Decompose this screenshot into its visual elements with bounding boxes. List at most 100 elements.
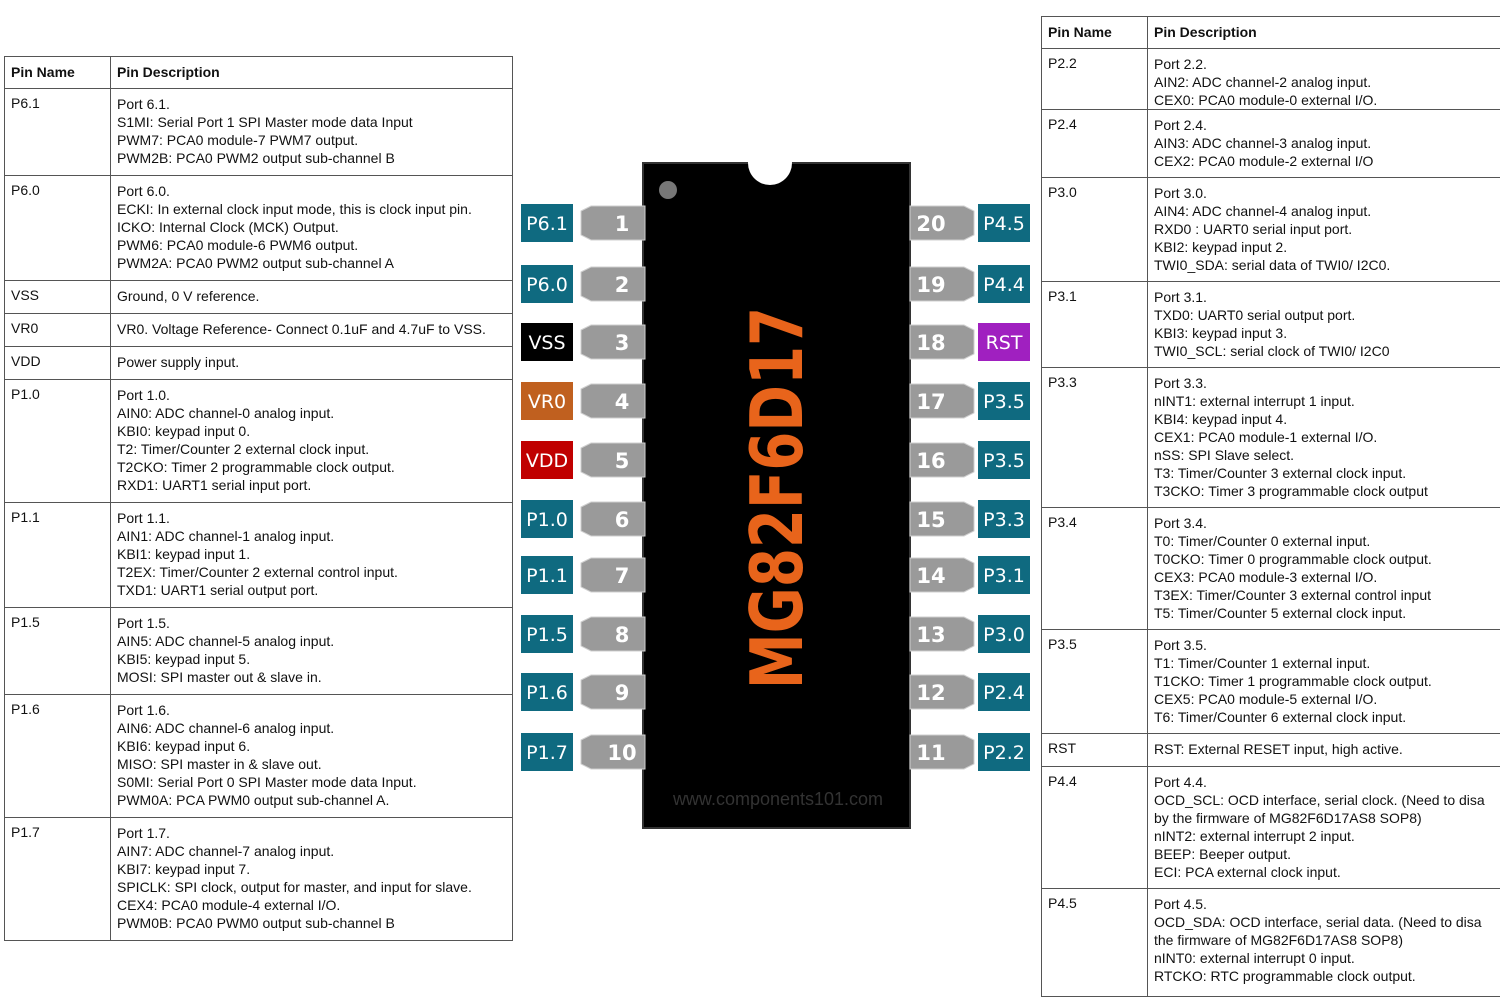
description-line: nINT1: external interrupt 1 input. [1154,393,1355,409]
left-pin-4-label: VDD [526,450,568,472]
watermark: www.components101.com [672,789,883,809]
left-pin-6-label-box [521,556,573,594]
left-pin-1-label-box [521,265,573,303]
left-pin-1-label: P6.0 [526,274,568,296]
description-line: CEX0: PCA0 module-0 external I/O. [1154,92,1378,108]
description-line: VR0. Voltage Reference- Connect 0.1uF an… [117,321,486,337]
chip-pinout-diagram: MG82F6D17www.components101.com1P6.12P6.0… [521,160,1030,829]
description-line: T2EX: Timer/Counter 2 external control i… [117,564,398,580]
description-line: KBI0: keypad input 0. [117,423,251,439]
description-line: PWM2B: PCA0 PWM2 output sub-channel B [117,150,395,166]
description-line: TXD0: UART0 serial output port. [1154,307,1356,323]
chip-notch [748,160,792,185]
right-pin-2-number: 18 [916,331,945,355]
pin-description-cell: Port 1.1.AIN1: ADC channel-1 analog inpu… [110,502,513,608]
description-line: nINT0: external interrupt 0 input. [1154,950,1355,966]
chip-name: MG82F6D17 [736,307,820,689]
right-pin-6-number: 14 [916,564,945,588]
description-line: Port 1.0. [117,387,170,403]
left-pin-4-number: 5 [615,449,630,473]
description-line: CEX3: PCA0 module-3 external I/O. [1154,569,1378,585]
pin-description-cell: Port 1.5.AIN5: ADC channel-5 analog inpu… [110,607,513,695]
pin1-dot [659,181,677,199]
pin-name-cell: P3.0 [1041,177,1148,282]
right-pin-0-label-box [978,204,1030,242]
left-pin-4-lead [580,442,646,478]
description-line: the firmware of MG82F6D17AS8 SOP8) [1154,932,1403,948]
pin-description-cell: Port 3.3. nINT1: external interrupt 1 inp… [1147,367,1500,508]
left-pin-5-label-box [521,500,573,538]
description-line: by the firmware of MG82F6D17AS8 SOP8) [1154,810,1422,826]
description-line: Port 2.4. [1154,117,1207,133]
pin-description-cell: Port 1.0.AIN0: ADC channel-0 analog inpu… [110,379,513,503]
right-pin-9-number: 11 [916,741,945,765]
description-line: T0: Timer/Counter 0 external input. [1154,533,1371,549]
right-pin-6-label-box [978,556,1030,594]
chip-body [642,162,911,829]
description-line: KBI2: keypad input 2. [1154,239,1288,255]
right-pin-0-label: P4.5 [983,213,1025,235]
pin-name-cell: P4.5 [1041,888,1148,997]
description-line: CEX2: PCA0 module-2 external I/O [1154,153,1374,169]
left-pin-9-label-box [521,733,573,771]
description-line: T6: Timer/Counter 6 external clock input… [1154,709,1407,725]
description-line: Port 3.3. [1154,375,1207,391]
right-pin-5-label-box [978,500,1030,538]
description-line: T3: Timer/Counter 3 external clock input… [1154,465,1407,481]
pin-description-cell: Port 3.5.T1: Timer/Counter 1 external in… [1147,629,1500,734]
description-line: PWM0B: PCA0 PWM0 output sub-channel B [117,915,395,931]
description-line: Port 3.0. [1154,185,1207,201]
description-line: AIN7: ADC channel-7 analog input. [117,843,335,859]
description-line: Ground, 0 V reference. [117,288,260,304]
description-line: ECI: PCA external clock input. [1154,864,1341,880]
right-pin-1-label: P4.4 [983,274,1025,296]
left-pin-8-label: P1.6 [526,682,568,704]
right-pin-7-label-box [978,615,1030,653]
right-pin-3-lead [909,383,975,419]
pin-name-cell: P1.7 [4,817,111,941]
right-pin-7-lead [909,616,975,652]
pin-name-cell: P3.1 [1041,281,1148,368]
left-pin-0-lead [580,205,646,241]
description-line: AIN4: ADC channel-4 analog input. [1154,203,1372,219]
description-line: BEEP: Beeper output. [1154,846,1291,862]
pin-name-header: Pin Name [4,56,111,89]
right-pin-1-label-box [978,265,1030,303]
left-pin-9-label: P1.7 [526,742,568,764]
description-line: T0CKO: Timer 0 programmable clock output… [1154,551,1432,567]
description-line: CEX4: PCA0 module-4 external I/O. [117,897,341,913]
description-line: KBI1: keypad input 1. [117,546,251,562]
right-pin-7-label: P3.0 [983,624,1025,646]
left-pin-8-label-box [521,673,573,711]
pin-description-cell: Port 2.4.AIN3: ADC channel-3 analog inpu… [1147,109,1500,178]
table-row: P3.0 Port 3.0. AIN4: ADC channel-4 analog … [1041,177,1500,282]
left-pin-0-label-box [521,204,573,242]
left-pin-5-lead [580,501,646,537]
description-line: T2: Timer/Counter 2 external clock input… [117,441,370,457]
right-pin-9-label-box [978,733,1030,771]
right-pin-2-lead [909,324,975,360]
description-line: Port 1.1. [117,510,170,526]
left-pin-1-number: 2 [615,273,630,297]
pin-description-cell: VR0. Voltage Reference- Connect 0.1uF an… [110,313,513,347]
right-pin-2-label: RST [986,332,1023,354]
description-line: CEX5: PCA0 module-5 external I/O. [1154,691,1378,707]
description-line: AIN5: ADC channel-5 analog input. [117,633,335,649]
left-pin-6-number: 7 [615,564,630,588]
description-line: T2CKO: Timer 2 programmable clock output… [117,459,395,475]
pin-name-cell: P3.4 [1041,507,1148,630]
pin-description-cell: Port 3.1.TXD0: UART0 serial output port.… [1147,281,1500,368]
left-pin-2-lead [580,324,646,360]
right-pin-5-label: P3.3 [983,509,1025,531]
left-pin-0-label: P6.1 [526,213,568,235]
right-pin-1-number: 19 [916,273,945,297]
